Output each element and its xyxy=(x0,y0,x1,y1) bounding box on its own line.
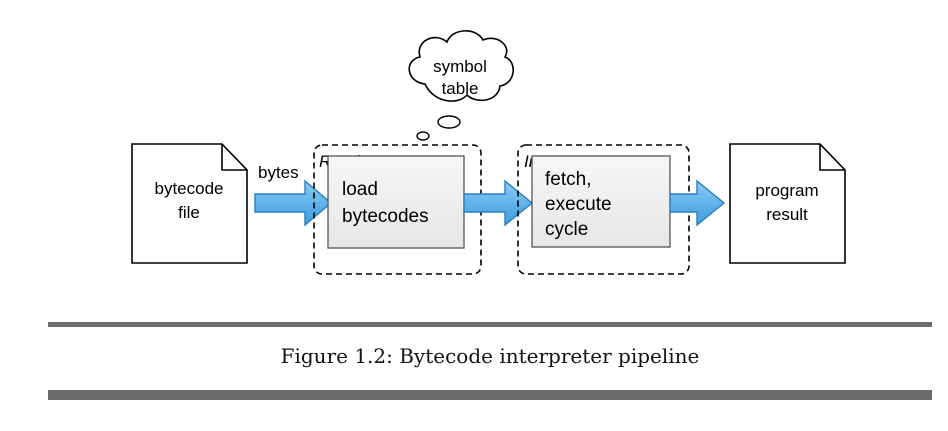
thought-bubble-large xyxy=(437,115,461,129)
fetch-execute-label-line1: fetch, xyxy=(545,169,591,190)
bytecode-file-document: bytecode file xyxy=(131,143,248,264)
thought-bubble-small xyxy=(416,131,430,141)
bytecode-file-label-line2: file xyxy=(178,203,200,222)
load-bytecodes-label-line1: load xyxy=(342,179,378,200)
load-bytecodes-box: load bytecodes xyxy=(327,155,465,249)
load-bytecodes-label-line2: bytecodes xyxy=(342,206,429,227)
arrow-interpreter-to-result xyxy=(669,179,726,227)
bytes-label: bytes xyxy=(258,163,299,182)
fetch-execute-label-line3: cycle xyxy=(545,219,588,240)
symbol-table-label-line2: table xyxy=(442,79,479,98)
program-result-label-line1: program xyxy=(755,181,818,200)
figure-caption: Figure 1.2: Bytecode interpreter pipelin… xyxy=(280,344,700,368)
arrow-file-to-reader xyxy=(254,179,333,227)
symbol-table-cloud: symbol table xyxy=(408,30,514,141)
program-result-document: program result xyxy=(729,143,846,264)
symbol-table-label-line1: symbol xyxy=(433,57,487,76)
pipeline-diagram: bytecode file bytes Reader symbol table … xyxy=(131,30,846,275)
fetch-execute-box: fetch, execute cycle xyxy=(531,155,671,248)
reader-region xyxy=(313,144,482,275)
program-result-label-line2: result xyxy=(766,205,808,224)
arrow-reader-to-interpreter xyxy=(463,179,534,227)
fetch-execute-label-line2: execute xyxy=(545,194,612,215)
caption-top-rule xyxy=(48,322,932,327)
caption-bottom-rule xyxy=(48,390,932,400)
bytecode-file-label-line1: bytecode xyxy=(155,179,224,198)
